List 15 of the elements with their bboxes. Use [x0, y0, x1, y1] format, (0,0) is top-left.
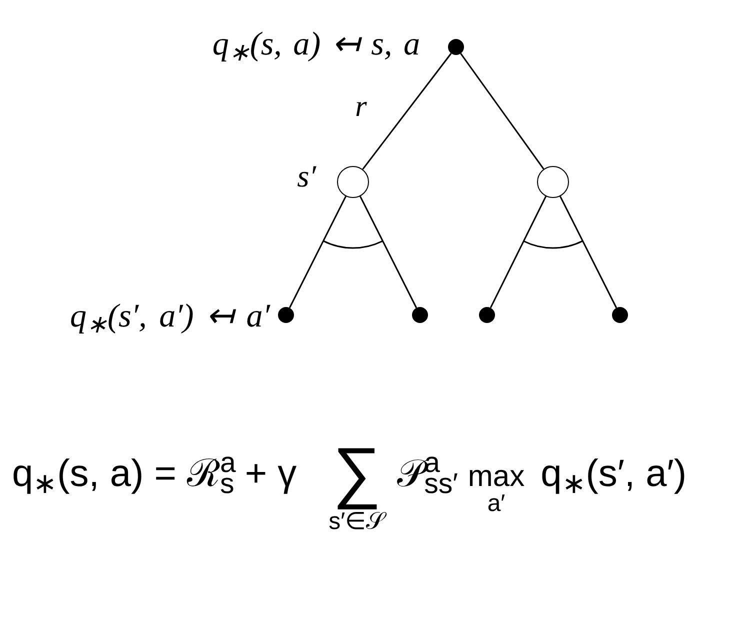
max-operator: max: [468, 462, 525, 492]
max-index: a′: [487, 492, 506, 516]
equation-text: q$_{∗}$(s′, a′): [540, 455, 687, 493]
edge-line: [288, 196, 346, 308]
edge-line: [362, 52, 452, 170]
edge-line: [460, 53, 544, 170]
edge-line: [490, 196, 547, 308]
sum-index: s′∈𝒮: [328, 510, 386, 534]
equation-text: q$_{∗}$(s, a) = ℛ$^{a}$$_{s}$ + γ: [12, 455, 297, 493]
node-label: q$_{∗}$(s′, a′) ↤ a′: [70, 300, 270, 334]
edge-line: [560, 196, 618, 308]
node-label: s′: [297, 160, 316, 192]
edge-line: [360, 196, 418, 308]
edge-label: r: [355, 92, 367, 122]
node-label: q$_{∗}$(s, a) ↤ s, a: [212, 28, 420, 62]
